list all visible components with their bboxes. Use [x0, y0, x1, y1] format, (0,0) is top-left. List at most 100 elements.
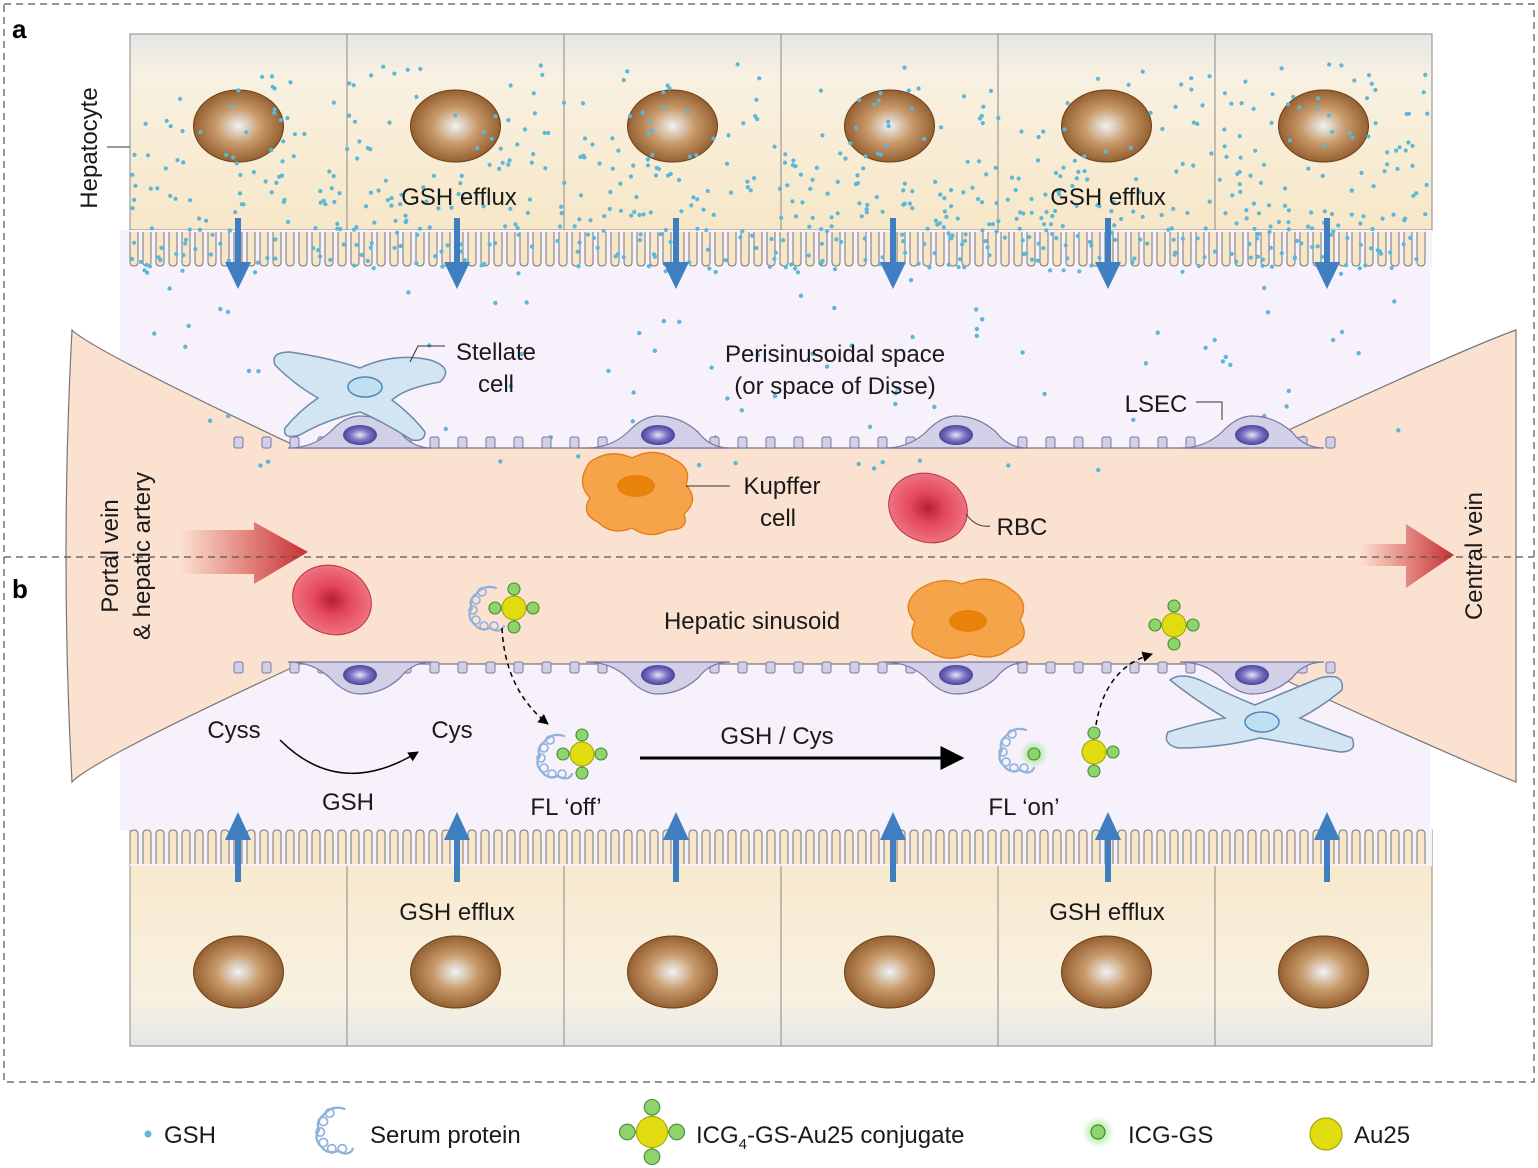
efflux-arrow-up — [880, 812, 906, 882]
protein-loop — [1009, 763, 1019, 773]
hepatocyte-nucleus — [844, 935, 935, 1009]
lsec-fenestra — [1325, 661, 1336, 674]
protein-loop — [557, 769, 567, 779]
lsec-fenestra — [877, 661, 888, 674]
lsec-fenestra — [457, 661, 468, 674]
icg-ligand — [1167, 599, 1181, 613]
lsec-fenestra — [233, 661, 244, 674]
protein-loop — [479, 621, 489, 631]
efflux-arrow-down — [225, 218, 251, 289]
kupffer-label-2: cell — [760, 505, 796, 532]
gsh-molecules — [130, 62, 1430, 473]
lsec-nucleus — [641, 425, 675, 445]
disse-label-2: (or space of Disse) — [734, 373, 935, 400]
protein-loop — [324, 1108, 335, 1119]
lsec-fenestra — [569, 661, 580, 674]
lsec-nucleus — [641, 665, 675, 685]
stellate-label-1: Stellate — [456, 339, 536, 366]
hepatocyte-nucleus — [1278, 935, 1369, 1009]
cys-label: Cys — [431, 717, 472, 744]
protein-loop — [471, 615, 481, 625]
protein-loop — [998, 747, 1008, 757]
protein-loop — [536, 753, 546, 763]
efflux-arrow-up — [444, 812, 470, 882]
lsec-nucleus — [343, 665, 377, 685]
hepatocyte-nucleus — [193, 935, 284, 1009]
icg-ligand — [575, 728, 589, 742]
stellate-cell-bottom — [1165, 675, 1355, 753]
au25-core — [1161, 612, 1187, 638]
protein-loop — [539, 743, 549, 753]
efflux-arrow-down — [1095, 218, 1121, 289]
cyss-to-cys-arrow — [279, 739, 419, 775]
icg-gs — [1027, 747, 1041, 761]
protein-loop — [1001, 757, 1011, 767]
protein-loop — [539, 763, 549, 773]
lsec-label: LSEC — [1125, 391, 1188, 418]
lsec-fenestra — [429, 661, 440, 674]
protein-loop — [477, 587, 487, 597]
lsec-fenestra — [821, 661, 832, 674]
icg-ligand — [488, 601, 502, 615]
protein-loop — [326, 1143, 337, 1154]
au25-core — [501, 595, 527, 621]
lsec-fenestra — [1017, 436, 1028, 449]
efflux-arrow-down — [663, 218, 689, 289]
icg-ligand — [618, 1123, 636, 1141]
microvillus — [129, 829, 1426, 864]
lsec-lining-top — [233, 415, 1336, 449]
gsh-label: GSH — [322, 789, 374, 816]
lsec-fenestra — [1325, 436, 1336, 449]
panel-border — [3, 3, 1535, 1083]
lsec-fenestra — [765, 661, 776, 674]
lsec-fenestra — [289, 436, 300, 449]
protein-loop — [1019, 763, 1029, 773]
legend-serum-protein-icon — [315, 1106, 354, 1155]
lsec-fenestra — [233, 436, 244, 449]
lsec-fenestra — [849, 661, 860, 674]
free-conjugate — [1148, 599, 1200, 651]
protein-loop — [545, 735, 555, 745]
rbc-bottom — [292, 564, 372, 636]
flow-arrow-out — [1360, 524, 1454, 588]
protein-loop — [318, 1137, 329, 1148]
fl-off-label: FL ‘off’ — [530, 794, 601, 821]
gsh-efflux-label-3: GSH efflux — [399, 899, 515, 926]
legend-icg-gs-icon — [1090, 1124, 1106, 1140]
disse-label-1: Perisinusoidal space — [725, 341, 945, 368]
protein-loop — [318, 1116, 329, 1127]
protein-loop — [337, 1143, 348, 1154]
lsec-nucleus — [1235, 665, 1269, 685]
protein-loop — [315, 1126, 326, 1138]
icg-ligand — [1167, 637, 1181, 651]
stellate-label-2: cell — [478, 371, 514, 398]
icg-ligand — [575, 766, 589, 780]
lsec-fenestra — [1073, 436, 1084, 449]
microvillus — [129, 232, 1426, 267]
lsec-fenestra — [1129, 436, 1140, 449]
hepatocyte-nucleus — [410, 935, 501, 1009]
lsec-fenestra — [541, 436, 552, 449]
microvilli-bottom — [129, 828, 1432, 866]
kupffer-label-1: Kupffer — [744, 473, 821, 500]
icg-ligand — [668, 1123, 686, 1141]
icg-ligand — [594, 747, 608, 761]
lsec-fenestra — [513, 436, 524, 449]
rbc-label: RBC — [997, 514, 1048, 541]
efflux-arrow-up — [663, 812, 689, 882]
hepatocyte-nucleus — [410, 89, 501, 163]
cyss-label: Cyss — [207, 717, 260, 744]
efflux-arrow-up — [1095, 812, 1121, 882]
au25-core — [569, 741, 595, 767]
efflux-arrow-down — [1314, 218, 1340, 289]
lsec-fenestra — [793, 436, 804, 449]
legend-au25-icon — [1309, 1117, 1343, 1151]
stellate-cell-top — [273, 351, 447, 442]
au25-core — [1081, 739, 1107, 765]
lsec-fenestra — [513, 661, 524, 674]
lsec-fenestra — [569, 436, 580, 449]
legend-gsh-dot-icon — [144, 1130, 152, 1138]
dashed-arrow-up — [1095, 651, 1154, 726]
icg-ligand — [507, 582, 521, 596]
hepatocyte-label: Hepatocyte — [76, 87, 103, 208]
